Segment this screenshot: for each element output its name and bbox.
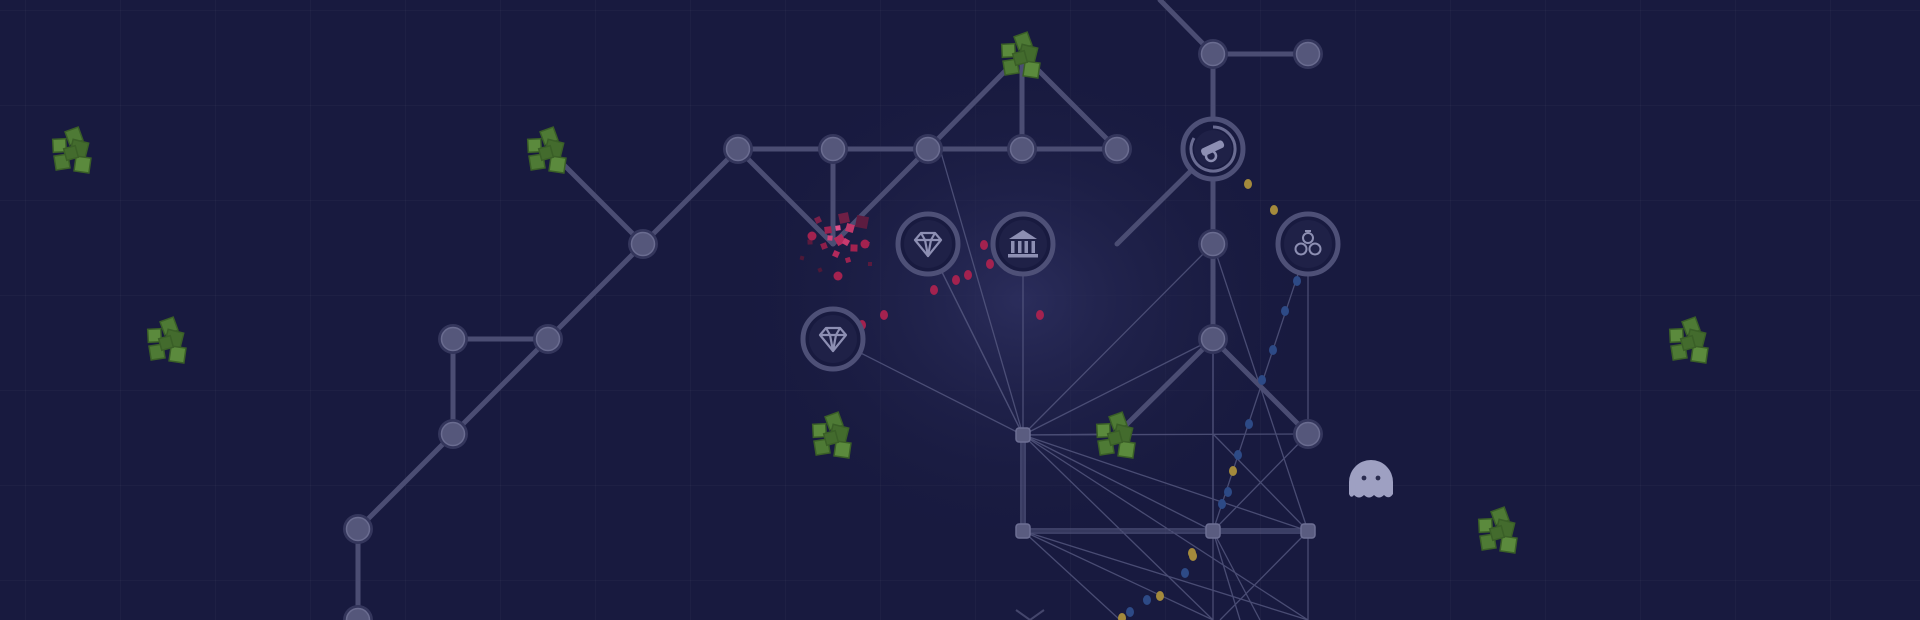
resource-dot	[880, 310, 888, 320]
wire-network	[832, 148, 1309, 620]
resource-dot	[1189, 551, 1197, 561]
resource-dot	[986, 259, 994, 269]
resource-dot	[1270, 205, 1278, 215]
resource-dot	[1143, 595, 1151, 605]
road-node[interactable]	[438, 419, 468, 449]
connector-node[interactable]	[1015, 427, 1031, 443]
resource-dot	[1036, 310, 1044, 320]
resource-depot-building[interactable]	[1275, 211, 1341, 277]
road-node[interactable]	[438, 324, 468, 354]
tree-icon	[1095, 411, 1136, 459]
crystal-shard	[827, 235, 833, 241]
red-crystal-swarm[interactable]	[799, 212, 873, 281]
resource-dot	[952, 275, 960, 285]
tree-icon	[1477, 506, 1518, 554]
crystal-orb	[833, 271, 843, 281]
road-node[interactable]	[343, 514, 373, 544]
crystal-shard	[844, 256, 852, 264]
tree-icon	[51, 126, 92, 174]
gem-icon	[818, 326, 848, 353]
connector-node[interactable]	[1205, 523, 1221, 539]
resource-dot	[1181, 568, 1189, 578]
ghost-icon	[1349, 460, 1393, 498]
buildings	[800, 116, 1341, 372]
resource-dot	[1118, 613, 1126, 620]
crystal-orb	[807, 231, 817, 241]
resource-dot	[1229, 466, 1237, 476]
cannon-tower-building[interactable]	[1180, 116, 1246, 182]
resource-dot	[1281, 306, 1289, 316]
connector-nodes	[1015, 427, 1316, 539]
road-node[interactable]	[913, 134, 943, 164]
crystal-shard	[832, 250, 840, 258]
bank-building[interactable]	[990, 211, 1056, 277]
trees	[51, 31, 1709, 554]
resource-dot	[1218, 499, 1226, 509]
crystal-shard	[817, 267, 823, 273]
gem-mine-building-2[interactable]	[800, 306, 866, 372]
road-node[interactable]	[1198, 39, 1228, 69]
resource-dot	[1234, 450, 1242, 460]
tree-icon	[1668, 316, 1709, 364]
crystal-shard	[807, 239, 813, 245]
road-node[interactable]	[628, 229, 658, 259]
crystal-shard	[838, 212, 850, 224]
road-nodes	[343, 39, 1323, 620]
tree-icon	[811, 411, 852, 459]
resource-dot	[964, 270, 972, 280]
gem-mine-building-1[interactable]	[895, 211, 961, 277]
crystal-shard	[850, 244, 858, 252]
resource-dot	[1126, 607, 1134, 617]
road-node[interactable]	[343, 605, 373, 620]
crystal-shard	[824, 226, 832, 234]
road-node[interactable]	[1198, 324, 1228, 354]
resource-dot	[1244, 179, 1252, 189]
road-node[interactable]	[1293, 419, 1323, 449]
crystal-shard	[867, 261, 873, 267]
road-node[interactable]	[723, 134, 753, 164]
crystal-shard	[854, 214, 870, 230]
resource-bags-icon	[1294, 230, 1322, 256]
ghost-unit[interactable]	[1349, 460, 1393, 498]
road-node[interactable]	[1198, 229, 1228, 259]
resource-dot	[1245, 419, 1253, 429]
cannon-icon	[1200, 140, 1225, 163]
tree-icon	[1000, 31, 1041, 79]
area-glow	[720, 40, 1320, 560]
gem-icon	[913, 231, 943, 258]
crystal-orb	[860, 239, 870, 249]
crystal-shard	[799, 255, 805, 261]
red-crystal-swarm-icon	[799, 212, 873, 281]
tree-icon	[526, 126, 567, 174]
crystal-shard	[835, 225, 841, 231]
bank-icon	[1008, 230, 1038, 258]
crystal-shard	[820, 242, 828, 250]
cursor-marker	[1015, 609, 1045, 620]
resource-dot	[1224, 487, 1232, 497]
road-node[interactable]	[1102, 134, 1132, 164]
crystal-shard	[845, 223, 855, 233]
road-node[interactable]	[1007, 134, 1037, 164]
connector-node[interactable]	[1300, 523, 1316, 539]
resource-flow	[858, 179, 1301, 620]
resource-dot	[930, 285, 938, 295]
connector-node[interactable]	[1015, 523, 1031, 539]
resource-dot	[980, 240, 988, 250]
resource-dot	[1156, 591, 1164, 601]
resource-dot	[1269, 345, 1277, 355]
resource-dot	[1293, 276, 1301, 286]
resource-dot	[1258, 375, 1266, 385]
tree-icon	[146, 316, 187, 364]
road-node[interactable]	[818, 134, 848, 164]
crystal-shard	[841, 237, 851, 247]
road-node[interactable]	[1293, 39, 1323, 69]
crystal-shard	[813, 215, 823, 225]
road-node[interactable]	[533, 324, 563, 354]
